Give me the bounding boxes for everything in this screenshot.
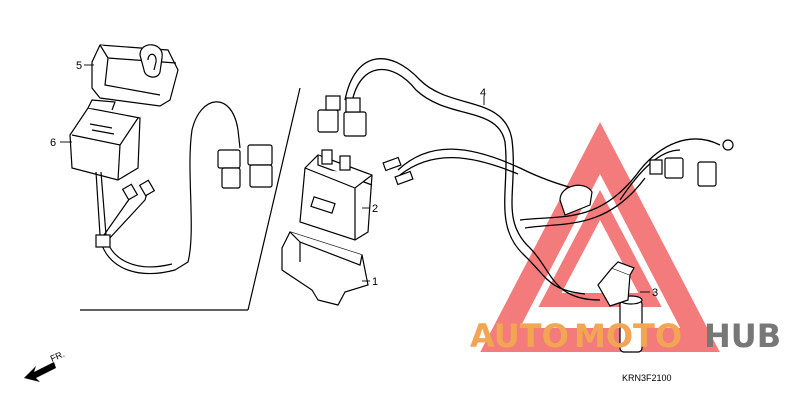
part-3-coil — [597, 261, 643, 353]
part-1-boot — [281, 231, 369, 306]
watermark-text: AUTO MOTO HUB — [470, 317, 781, 355]
front-arrow: FR. — [24, 349, 66, 382]
part-6-connectors — [121, 144, 273, 201]
part-5-cover — [91, 44, 179, 107]
callout-1: 1 — [372, 276, 378, 288]
part-4-harness — [344, 58, 721, 301]
section-divider — [80, 87, 301, 311]
watermark-auto: AUTO — [470, 317, 569, 355]
diagram-code: KRN3F2100 — [622, 373, 672, 383]
callout-3: 3 — [652, 287, 658, 299]
part-6-harness — [95, 101, 241, 275]
front-label: FR. — [49, 349, 66, 364]
callout-2: 2 — [372, 203, 378, 215]
callout-leaders — [60, 64, 650, 293]
part-2-unit — [299, 149, 373, 241]
part-4-connectors — [317, 95, 734, 216]
callout-6: 6 — [50, 137, 56, 149]
callouts: 5 6 4 2 1 3 — [50, 60, 658, 299]
callout-4: 4 — [480, 87, 486, 99]
watermark-moto: MOTO — [574, 317, 682, 355]
watermark-hub: HUB — [704, 317, 781, 355]
part-6-unit — [69, 99, 141, 181]
callout-5: 5 — [76, 60, 82, 72]
